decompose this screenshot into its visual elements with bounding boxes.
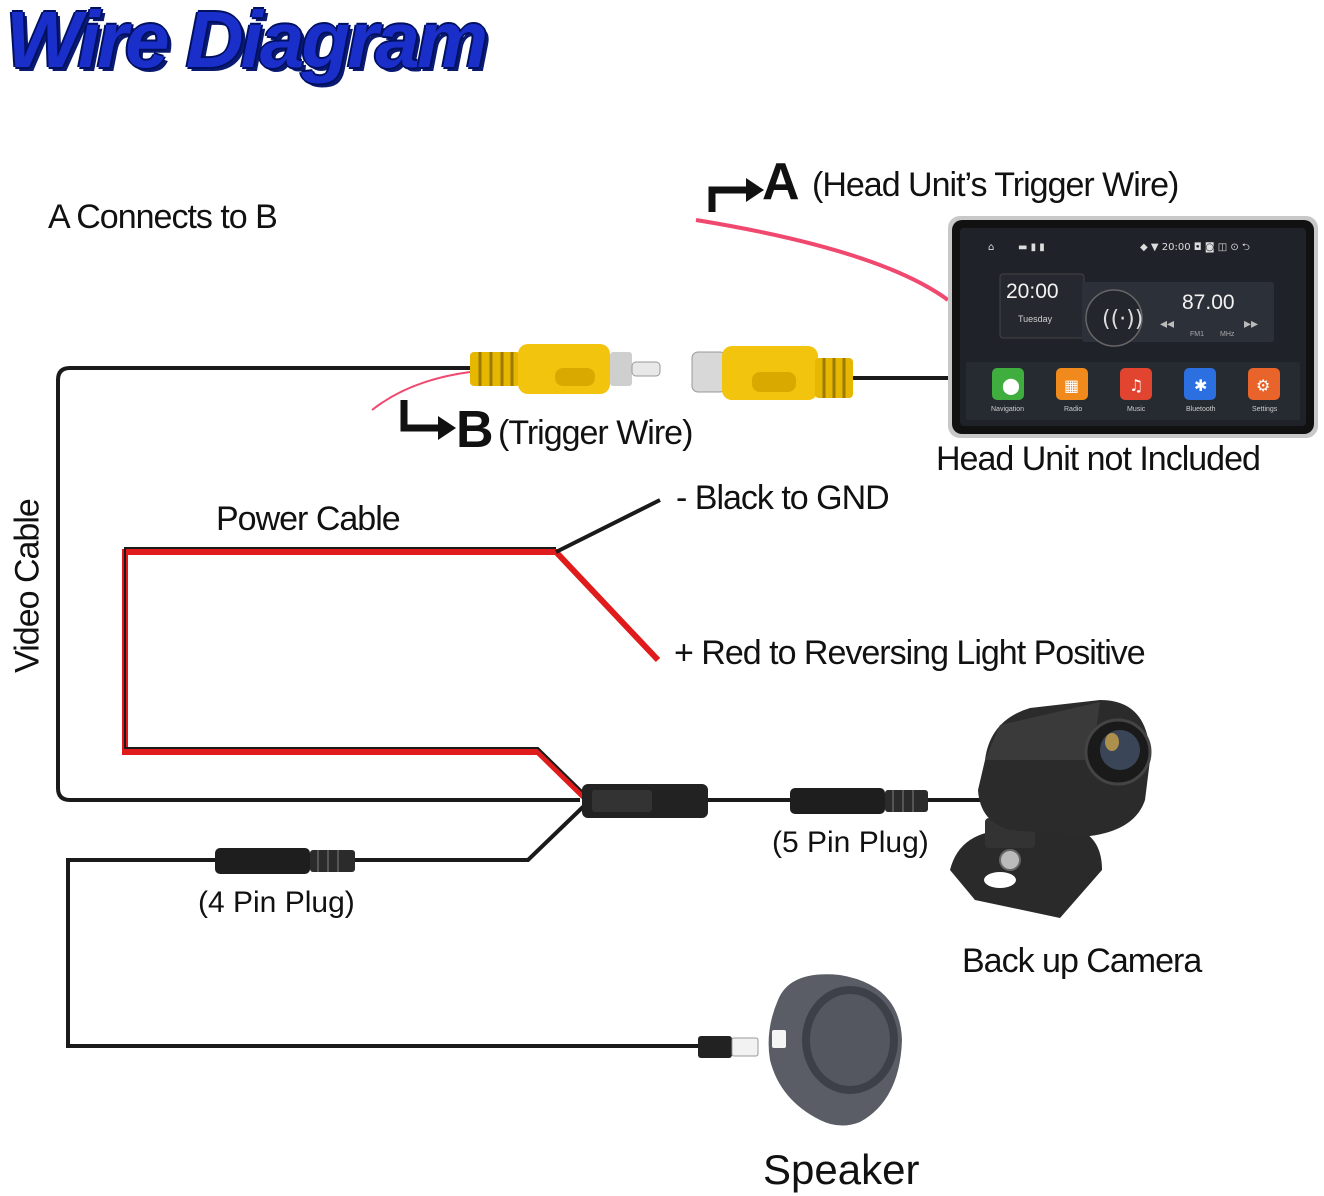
speaker-device bbox=[698, 974, 902, 1126]
app-icon-navigation bbox=[992, 368, 1024, 400]
svg-text:✱: ✱ bbox=[1194, 376, 1207, 395]
rca-female-connector bbox=[691, 346, 853, 400]
ground-black-wire bbox=[555, 498, 661, 554]
four-pin-plug-connector bbox=[215, 848, 355, 874]
label-a-text: (Head Unit’s Trigger Wire) bbox=[812, 166, 1179, 204]
head-unit-radio-frequency: 87.00 bbox=[1182, 291, 1235, 314]
app-icon-settings bbox=[1248, 368, 1280, 400]
speaker-label: Speaker bbox=[763, 1146, 920, 1193]
backup-camera-device bbox=[950, 700, 1152, 918]
head-unit-device: ⌂ ▬ ▮ ▮ ◆ ▼ 20:00 ◘ ◙ ◫ ⊙ ⮌ ((·)) ◂◂ ▸▸ … bbox=[948, 216, 1318, 438]
svg-text:⌂: ⌂ bbox=[988, 242, 994, 253]
svg-text:◆ ▼ 20:00 ◘ ◙ ◫ ⊙ ⮌: ◆ ▼ 20:00 ◘ ◙ ◫ ⊙ ⮌ bbox=[1140, 242, 1250, 253]
video-cable-label: Video Cable bbox=[8, 499, 47, 673]
arrow-b-icon bbox=[400, 400, 440, 432]
svg-text:▸▸: ▸▸ bbox=[1244, 316, 1258, 332]
label-b-text: (Trigger Wire) bbox=[498, 414, 693, 452]
svg-text:((·)): ((·)) bbox=[1102, 307, 1143, 332]
head-unit-clock: 20:00 bbox=[1006, 280, 1059, 303]
black-to-gnd-label: - Black to GND bbox=[676, 479, 890, 517]
svg-text:♫: ♫ bbox=[1129, 376, 1143, 395]
trigger-wire-a bbox=[695, 218, 950, 302]
head-unit-app-label-music: Music bbox=[1127, 406, 1146, 413]
svg-text:⚙: ⚙ bbox=[1256, 376, 1270, 395]
arrow-a-icon bbox=[708, 186, 748, 212]
rca-male-connector bbox=[470, 344, 661, 394]
head-unit-unit: MHz bbox=[1220, 331, 1235, 338]
label-b-letter: B bbox=[456, 401, 494, 459]
video-cable-wire bbox=[56, 366, 580, 802]
four-pin-plug-label: (4 Pin Plug) bbox=[198, 886, 355, 919]
red-to-reversing-light-label: + Red to Reversing Light Positive bbox=[674, 634, 1146, 672]
svg-text:▦: ▦ bbox=[1064, 376, 1079, 395]
a-connects-to-b-label: A Connects to B bbox=[48, 198, 278, 236]
app-icon-music bbox=[1120, 368, 1152, 400]
head-unit-band: FM1 bbox=[1190, 331, 1204, 338]
app-icon-bluetooth bbox=[1184, 368, 1216, 400]
head-unit-app-label-radio: Radio bbox=[1064, 406, 1083, 413]
head-unit-app-label-navigation: Navigation bbox=[991, 406, 1025, 413]
svg-text:⬤: ⬤ bbox=[1002, 376, 1020, 395]
app-icon-radio bbox=[1056, 368, 1088, 400]
five-pin-plug-label: (5 Pin Plug) bbox=[772, 826, 929, 859]
speaker-cable-wire bbox=[355, 803, 587, 862]
head-unit-not-included-label: Head Unit not Included bbox=[936, 440, 1261, 478]
power-cable-label: Power Cable bbox=[216, 500, 401, 538]
five-pin-plug-connector bbox=[790, 788, 928, 814]
head-unit-day: Tuesday bbox=[1018, 314, 1053, 324]
label-a-letter: A bbox=[762, 153, 800, 211]
svg-text:◂◂: ◂◂ bbox=[1160, 316, 1174, 332]
power-cable-red-wire bbox=[122, 549, 661, 801]
head-unit-app-label-bluetooth: Bluetooth bbox=[1186, 406, 1216, 413]
head-unit-app-label-settings: Settings bbox=[1252, 406, 1278, 413]
svg-text:▬ ▮ ▮: ▬ ▮ ▮ bbox=[1018, 242, 1045, 253]
backup-camera-label: Back up Camera bbox=[962, 942, 1202, 980]
trigger-wire-b bbox=[371, 371, 471, 411]
diagram-title: Wire Diagram bbox=[6, 0, 488, 84]
